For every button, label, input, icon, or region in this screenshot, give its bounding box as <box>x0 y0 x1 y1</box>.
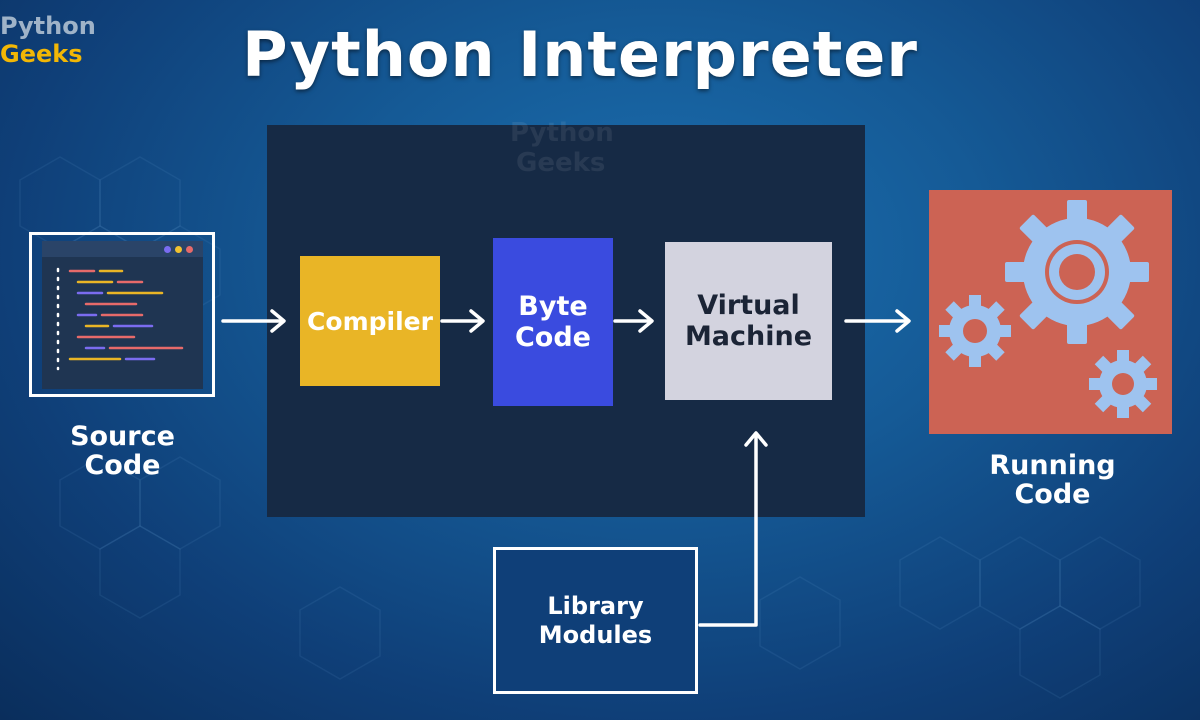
source-code-frame <box>29 232 215 397</box>
gears-icon <box>939 200 1157 418</box>
editor-title-bar <box>42 241 203 257</box>
byte-code-label: Byte Code <box>514 291 591 353</box>
window-dot <box>164 246 171 253</box>
running-code-label: Running Code <box>989 450 1116 510</box>
byte-code-node: Byte Code <box>493 238 613 406</box>
logo-line-1: Python <box>0 12 96 40</box>
library-modules-node: Library Modules <box>493 547 698 694</box>
window-dot <box>186 246 193 253</box>
compiler-label: Compiler <box>307 306 433 336</box>
code-lines <box>56 267 184 371</box>
watermark-line-2: Geeks <box>516 148 606 178</box>
window-dot <box>175 246 182 253</box>
virtual-machine-node: Virtual Machine <box>665 242 832 400</box>
diagram-title: Python Interpreter <box>242 18 918 91</box>
brand-logo: Python Geeks <box>0 12 96 68</box>
running-code-node <box>929 190 1172 434</box>
library-modules-label: Library Modules <box>538 591 653 649</box>
watermark: Python Geeks <box>510 118 614 178</box>
source-code-label: Source Code <box>70 421 175 481</box>
compiler-node: Compiler <box>300 256 440 386</box>
code-editor-icon <box>42 241 203 389</box>
logo-line-2: Geeks <box>0 40 83 68</box>
virtual-machine-label: Virtual Machine <box>684 290 813 352</box>
watermark-line-1: Python <box>510 118 614 148</box>
